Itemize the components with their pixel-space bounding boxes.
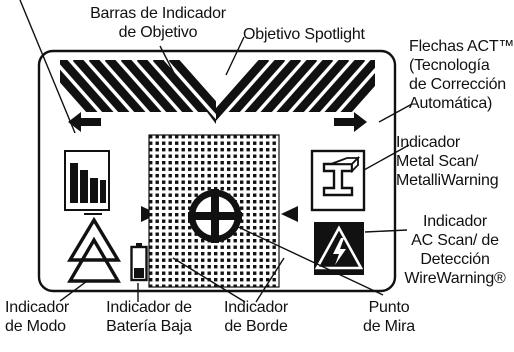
target-bars-label: Barras de Indicador de Objetivo	[90, 5, 226, 41]
spotlight-chevron-icon	[60, 60, 375, 124]
ac-scan-label: Indicador AC Scan/ de Detección WireWarn…	[404, 213, 506, 287]
crosshair-label: Punto de Mira	[363, 299, 415, 335]
bar-graph-icon	[64, 150, 110, 215]
double-triangle-icon	[66, 216, 122, 283]
crosshair-icon	[188, 189, 242, 243]
steel-beam-icon	[310, 149, 366, 212]
act-arrows-label: Flechas ACT™ (Tecnología de Corrección A…	[409, 38, 514, 112]
edge-indicator-right-icon	[281, 206, 298, 222]
arrow-right-icon	[334, 112, 367, 132]
battery-icon	[130, 243, 148, 282]
arrow-left-icon	[68, 112, 101, 132]
leader-lines	[19, 0, 413, 303]
spotlight-label: Objetivo Spotlight	[243, 26, 365, 43]
metal-scan-label: Indicador Metal Scan/ MetalliWarning	[396, 134, 499, 189]
lightning-warning-icon	[314, 222, 364, 275]
mode-label: Indicador de Modo	[5, 299, 70, 335]
battery-label: Indicador de Batería Baja	[106, 299, 192, 335]
edge-label: Indicador de Borde	[223, 299, 289, 335]
